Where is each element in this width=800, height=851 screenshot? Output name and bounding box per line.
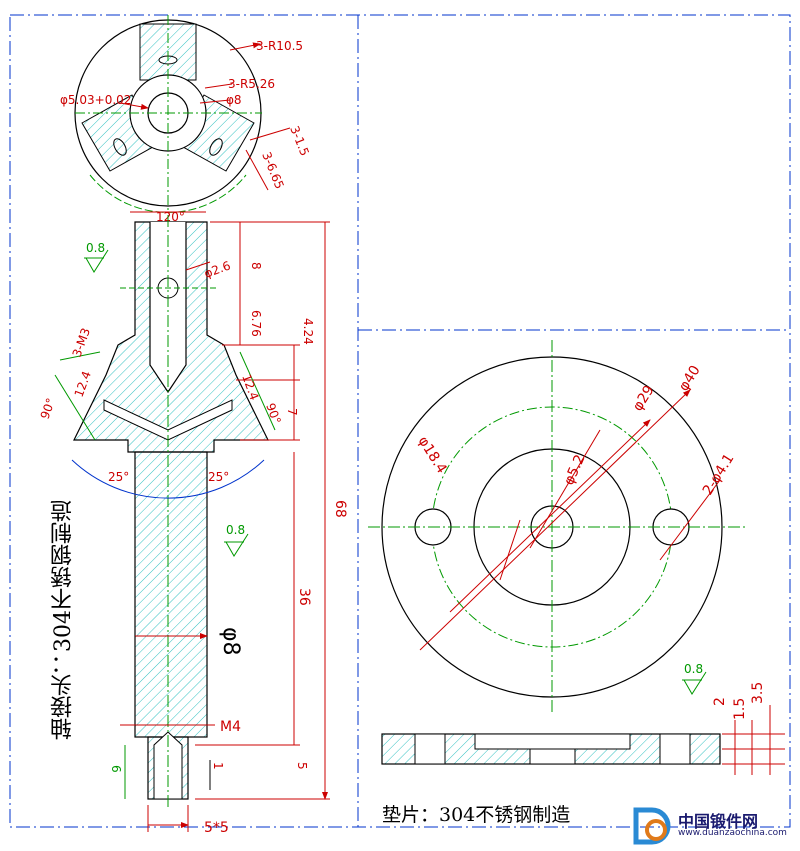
roughness-symbol-3	[682, 671, 707, 695]
dim-68: 68	[332, 500, 348, 518]
dim-25-right: 25°	[208, 470, 229, 484]
drawing-frame	[9, 14, 791, 828]
shaft-front-view	[54, 215, 330, 832]
watermark: 中国锻件网 www.duanzaochina.com	[630, 804, 800, 848]
shaft-title: 轴接头：304不锈钢制造	[51, 500, 76, 740]
roughness-value-3: 0.8	[684, 662, 703, 676]
watermark-url: www.duanzaochina.com	[678, 828, 787, 838]
dim-120: 120°	[156, 210, 185, 224]
dim-676: 6.76	[249, 310, 263, 337]
dim-124-left: 12.4	[72, 369, 94, 399]
watermark-cn: 中国锻件网	[678, 812, 759, 831]
dim-phi8-top: φ8	[226, 93, 242, 107]
shaft-top-view	[74, 15, 291, 213]
dim-slot: 5*5	[204, 820, 229, 836]
dim-bore: φ5.03+0.02	[60, 93, 131, 107]
dim-6: 6	[109, 765, 123, 773]
roughness-symbol-2	[224, 533, 249, 557]
dim-5: 5	[295, 762, 309, 770]
logo-icon	[633, 807, 671, 845]
roughness-value-1: 0.8	[86, 241, 105, 255]
dim-25-left: 25°	[108, 470, 129, 484]
dim-t35: 3.5	[750, 682, 766, 704]
dim-m4: M4	[220, 719, 241, 735]
washer-plan-view	[368, 340, 745, 715]
washer-title: 垫片：304不锈钢制造	[382, 804, 571, 826]
dim-1: 1	[211, 762, 225, 770]
dim-t15: 1.5	[732, 698, 748, 720]
dim-424: 4.24	[301, 318, 315, 345]
dim-r-inner: 3-R5.26	[228, 77, 275, 91]
dim-8: 8	[249, 262, 263, 270]
dim-r-outer: 3-R10.5	[256, 39, 303, 53]
dim-7: 7	[285, 408, 299, 416]
dim-w665: 3-6.65	[259, 150, 286, 191]
dim-w15: 3-1.5	[287, 124, 312, 158]
roughness-value-2: 0.8	[226, 523, 245, 537]
roughness-symbol-1	[84, 249, 109, 273]
washer-section-view	[381, 705, 785, 775]
dim-36: 36	[296, 588, 312, 606]
dim-phi8-shaft: φ8	[218, 627, 243, 656]
dim-d40: φ40	[676, 363, 704, 394]
dim-90-left: 90°	[38, 396, 58, 421]
dim-90-right: 90°	[263, 401, 283, 426]
dim-t2: 2	[712, 697, 728, 706]
